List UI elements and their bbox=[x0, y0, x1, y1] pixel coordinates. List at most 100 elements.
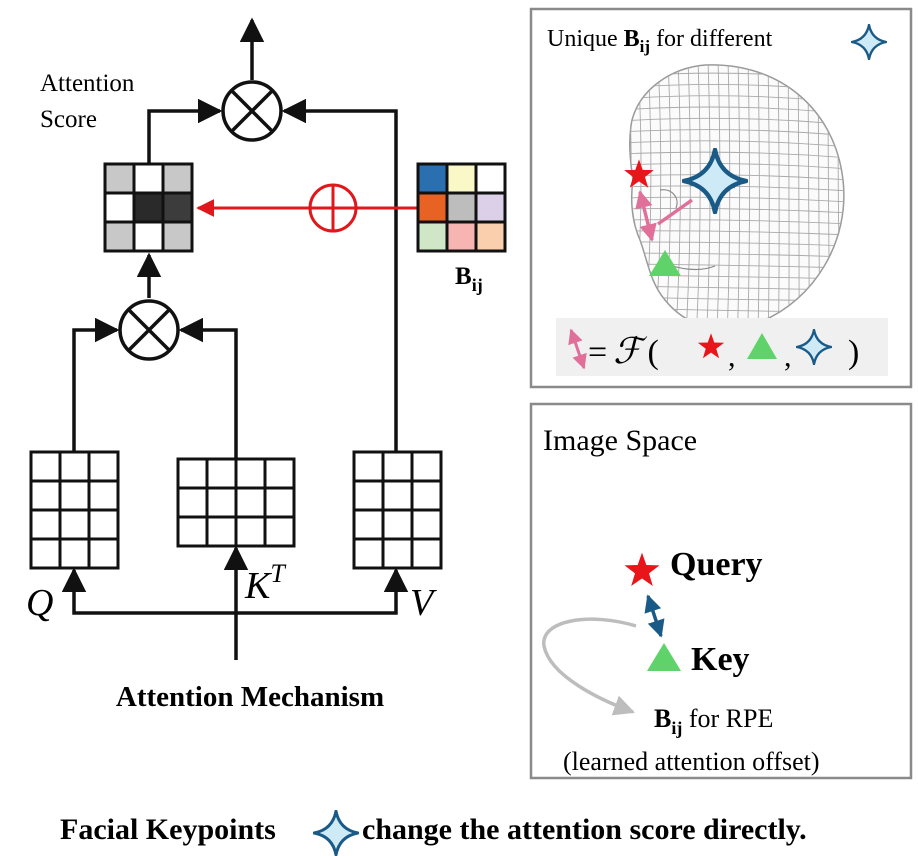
key-label-text: Key bbox=[691, 641, 750, 678]
bias-cell bbox=[416, 191, 449, 224]
matrix-cell bbox=[58, 537, 91, 570]
face-relative-arrow bbox=[635, 190, 657, 242]
score-cell bbox=[161, 220, 194, 253]
bias-cell bbox=[474, 191, 507, 224]
mesh-line bbox=[629, 252, 844, 258]
mesh-line bbox=[767, 64, 770, 330]
matrix-cell bbox=[29, 450, 62, 483]
formula-text: =ℱ( bbox=[588, 331, 659, 371]
matrix-cell bbox=[381, 508, 414, 541]
matrix-cell bbox=[205, 486, 238, 519]
score-cell bbox=[132, 191, 165, 224]
matrix-cell bbox=[410, 479, 443, 512]
mesh-line bbox=[777, 64, 780, 330]
value-to-output-arrow bbox=[281, 98, 398, 452]
mesh-line bbox=[629, 241, 844, 247]
mesh-line bbox=[629, 162, 844, 170]
key-label: KT bbox=[244, 559, 286, 607]
value-matrix bbox=[352, 450, 443, 570]
attention-score-grid bbox=[103, 162, 194, 253]
bias-matrix-grid bbox=[416, 162, 507, 253]
matrix-cell bbox=[176, 515, 209, 548]
matrix-cell bbox=[29, 537, 62, 570]
matrix-cell bbox=[234, 486, 267, 519]
rpe-note: (learned attention offset) bbox=[563, 747, 820, 776]
rpe-label: Bij for RPE bbox=[654, 704, 773, 738]
mesh-line bbox=[757, 64, 760, 330]
matrix-cell bbox=[352, 537, 385, 570]
attention-score-label-2: Score bbox=[40, 106, 97, 133]
key-to-multiply-arrow bbox=[178, 317, 238, 458]
query-key-arrow bbox=[644, 594, 665, 638]
matrix-cell bbox=[381, 479, 414, 512]
matrix-cell bbox=[87, 508, 120, 541]
qk-multiply-icon bbox=[118, 299, 180, 361]
score-cell bbox=[132, 162, 165, 195]
matrix-cell bbox=[352, 450, 385, 483]
formula-triangle-icon bbox=[747, 333, 777, 359]
caption-prefix: Facial Keypoints bbox=[60, 813, 276, 846]
matrix-cell bbox=[29, 479, 62, 512]
matrix-cell bbox=[352, 508, 385, 541]
matrix-cell bbox=[205, 515, 238, 548]
attention-mechanism: Attention Score Bij Q bbox=[26, 17, 507, 713]
formula-close: ) bbox=[848, 334, 859, 371]
matrix-cell bbox=[87, 479, 120, 512]
matrix-cell bbox=[234, 457, 267, 490]
matrix-cell bbox=[58, 450, 91, 483]
input-to-query-arrow bbox=[61, 567, 236, 615]
matrix-cell bbox=[381, 537, 414, 570]
matrix-cell bbox=[58, 479, 91, 512]
formula-sep-2: , bbox=[784, 340, 792, 373]
query-label: Q bbox=[26, 582, 53, 624]
caption-keypoint-icon bbox=[313, 810, 359, 856]
matrix-cell bbox=[352, 479, 385, 512]
formula-box bbox=[556, 318, 888, 376]
matrix-cell bbox=[263, 457, 296, 490]
mesh-line bbox=[629, 117, 844, 126]
matrix-cell bbox=[176, 486, 209, 519]
bias-cell bbox=[416, 162, 449, 195]
bias-cell bbox=[416, 220, 449, 253]
bias-cell bbox=[474, 220, 507, 253]
matrix-cell bbox=[29, 508, 62, 541]
matrix-cell bbox=[381, 450, 414, 483]
score-cell bbox=[103, 220, 136, 253]
output-multiply-icon bbox=[221, 80, 283, 142]
caption-suffix: change the attention score directly. bbox=[362, 813, 807, 846]
rpe-curve-arrow bbox=[542, 617, 637, 716]
image-space-panel: Image Space Query Key Bij for RPE (learn… bbox=[529, 402, 913, 780]
mesh-line bbox=[747, 64, 750, 330]
attention-score-label: Attention bbox=[40, 70, 135, 97]
bias-cell bbox=[445, 220, 478, 253]
matrix-cell bbox=[263, 515, 296, 548]
matrix-cell bbox=[205, 457, 238, 490]
face-keypoint-link bbox=[656, 198, 694, 226]
score-cell bbox=[161, 162, 194, 195]
bottom-caption: Facial Keypoints change the attention sc… bbox=[60, 810, 807, 856]
matrix-cell bbox=[87, 450, 120, 483]
matrix-cell bbox=[410, 450, 443, 483]
mesh-line bbox=[629, 129, 844, 137]
formula-sep-1: , bbox=[728, 340, 736, 373]
matrix-cell bbox=[263, 486, 296, 519]
image-space-title: Image Space bbox=[543, 424, 697, 457]
matrix-cell bbox=[58, 508, 91, 541]
matrix-cell bbox=[410, 537, 443, 570]
score-cell bbox=[103, 162, 136, 195]
mesh-line bbox=[726, 64, 731, 330]
value-label: V bbox=[410, 582, 437, 624]
input-to-value-arrow bbox=[236, 567, 409, 615]
score-cell bbox=[103, 191, 136, 224]
bias-cell bbox=[474, 162, 507, 195]
mesh-line bbox=[629, 140, 844, 148]
score-cell bbox=[161, 191, 194, 224]
bias-matrix-label: Bij bbox=[455, 263, 483, 295]
formula-arrow-icon bbox=[568, 328, 587, 370]
bias-cell bbox=[445, 191, 478, 224]
attention-mechanism-caption: Attention Mechanism bbox=[116, 681, 384, 713]
mesh-line bbox=[629, 174, 844, 181]
query-to-multiply-arrow bbox=[72, 317, 120, 452]
query-label-text: Query bbox=[670, 546, 763, 583]
